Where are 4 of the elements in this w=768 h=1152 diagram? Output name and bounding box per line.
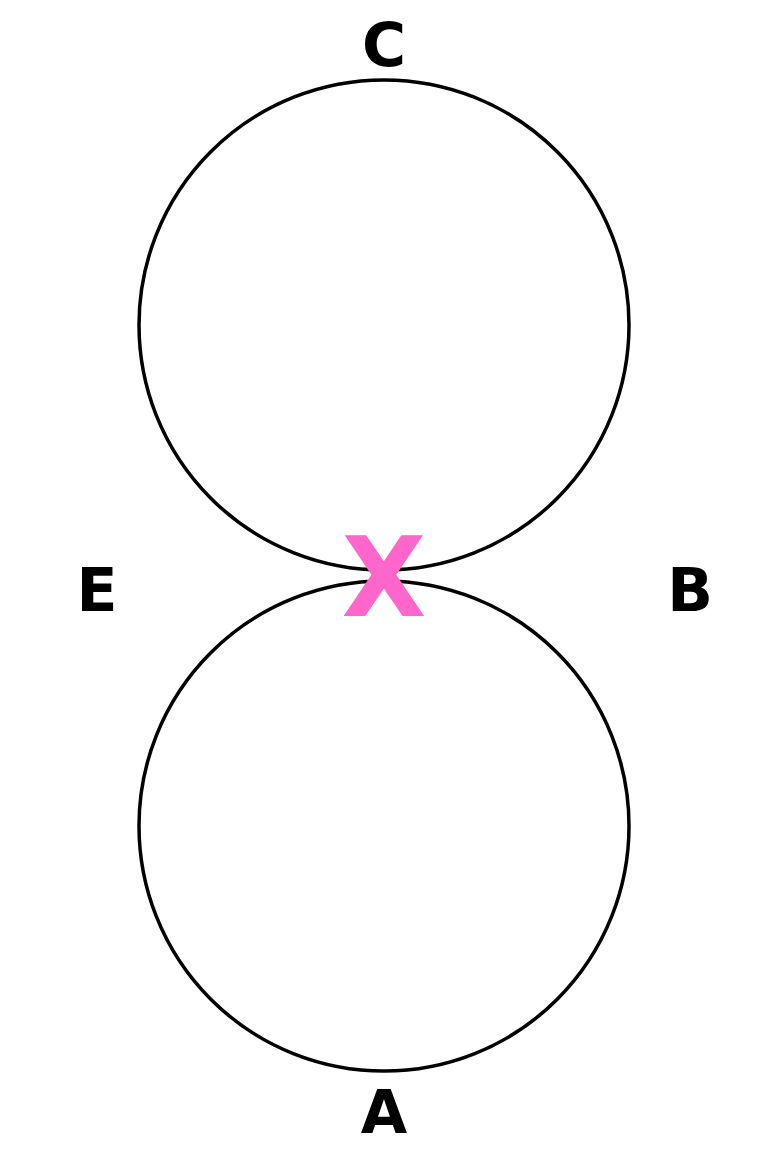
point-label: C xyxy=(361,15,406,75)
point-label: A xyxy=(360,1082,408,1142)
point-label: E xyxy=(76,560,118,620)
point-label: B xyxy=(667,560,713,620)
